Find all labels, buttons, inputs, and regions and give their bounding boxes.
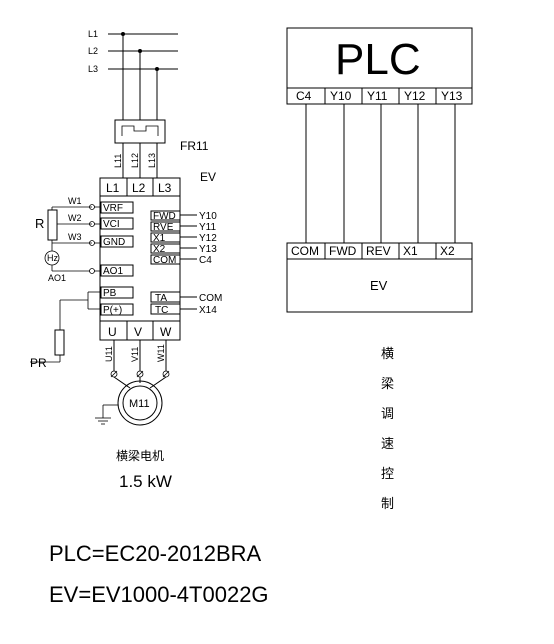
terminal-com: COM	[153, 255, 176, 266]
motor-label: M11	[129, 398, 150, 410]
terminal-pplus: P(+)	[103, 305, 122, 316]
vertical-caption: 横梁调速控制	[381, 346, 394, 511]
frequency-meter: Hz AO1	[44, 243, 101, 283]
ref-y13: Y13	[199, 244, 217, 255]
pot-wiper-w2: W2	[68, 213, 82, 223]
ev-input-rev: REV	[366, 244, 391, 258]
terminal-x1: X1	[153, 233, 166, 244]
meter-label: Hz	[47, 253, 58, 263]
inverter-label: EV	[200, 170, 216, 184]
ref-y10: Y10	[199, 211, 217, 222]
motor: U11 V11 W11 M11 横梁电机 1.5 kW	[95, 340, 172, 491]
ev-input-x1: X1	[403, 244, 418, 258]
ref-y12: Y12	[199, 233, 217, 244]
ev-block-label: EV	[370, 278, 388, 293]
relay-tap-l11: L11	[113, 154, 123, 168]
model-ev: EV=EV1000-4T0022G	[49, 582, 269, 607]
pot-label: R	[35, 216, 44, 231]
inverter-input-l1: L1	[106, 181, 120, 195]
inverter-input-l2: L2	[132, 181, 146, 195]
inverter-output-v: V	[134, 325, 142, 339]
potentiometer: R W1 W2 W3	[35, 196, 101, 246]
motor-caption: 横梁电机	[116, 448, 164, 463]
inverter-output-w: W	[160, 325, 172, 339]
terminal-tc: TC	[155, 305, 168, 316]
ref-c4: C4	[199, 255, 212, 266]
supply-label-l1: L1	[88, 29, 98, 39]
plc-output-y11: Y11	[367, 89, 388, 103]
plc-output-y10: Y10	[330, 89, 352, 103]
meter-ref-ao1: AO1	[48, 273, 66, 283]
ev-block: COM FWD REV X1 X2 EV	[286, 242, 473, 313]
pot-wiper-w3: W3	[68, 232, 82, 242]
motor-wire-u11: U11	[104, 346, 114, 362]
resistor-label: PR	[30, 356, 47, 370]
motor-wire-w11: W11	[156, 344, 166, 362]
ref-com: COM	[199, 293, 222, 304]
terminal-x2: X2	[153, 244, 166, 255]
plc-ev-wires	[305, 104, 456, 243]
terminal-ta: TA	[155, 293, 167, 304]
braking-resistor: PR	[30, 291, 101, 370]
plc-output-y13: Y13	[441, 89, 463, 103]
terminal-vrf: VRF	[103, 203, 123, 214]
terminal-pb: PB	[103, 288, 117, 299]
ev-input-x2: X2	[440, 244, 455, 258]
terminal-ao1: AO1	[103, 266, 123, 277]
relay-tap-l13: L13	[147, 153, 157, 168]
pot-wiper-w1: W1	[68, 196, 82, 206]
supply-lines: L1 L2 L3	[88, 29, 178, 120]
model-plc: PLC=EC20-2012BRA	[49, 541, 262, 566]
inverter-output-u: U	[108, 325, 117, 339]
inverter-input-l3: L3	[158, 181, 172, 195]
thermal-relay: FR11 L11 L12 L13	[113, 119, 209, 178]
terminal-rve: RVE	[153, 222, 174, 233]
ref-y11: Y11	[199, 222, 216, 233]
inverter: EV L1 L2 L3 VRF VCI GND AO1 PB P(+) FWD …	[99, 170, 222, 341]
motor-power: 1.5 kW	[119, 472, 172, 491]
ev-input-com: COM	[291, 244, 319, 258]
supply-label-l3: L3	[88, 64, 98, 74]
terminal-fwd: FWD	[153, 211, 176, 222]
supply-label-l2: L2	[88, 46, 98, 56]
plc-output-c4: C4	[296, 89, 312, 103]
relay-label: FR11	[180, 139, 209, 153]
plc-output-y12: Y12	[404, 89, 426, 103]
ev-input-fwd: FWD	[329, 244, 357, 258]
relay-tap-l12: L12	[130, 153, 140, 168]
terminal-vci: VCI	[103, 219, 120, 230]
ref-x14: X14	[199, 305, 217, 316]
plc-title: PLC	[335, 35, 421, 84]
motor-wire-v11: V11	[130, 347, 140, 362]
terminal-gnd: GND	[103, 237, 125, 248]
plc-block: PLC C4 Y10 Y11 Y12 Y13	[286, 27, 473, 105]
